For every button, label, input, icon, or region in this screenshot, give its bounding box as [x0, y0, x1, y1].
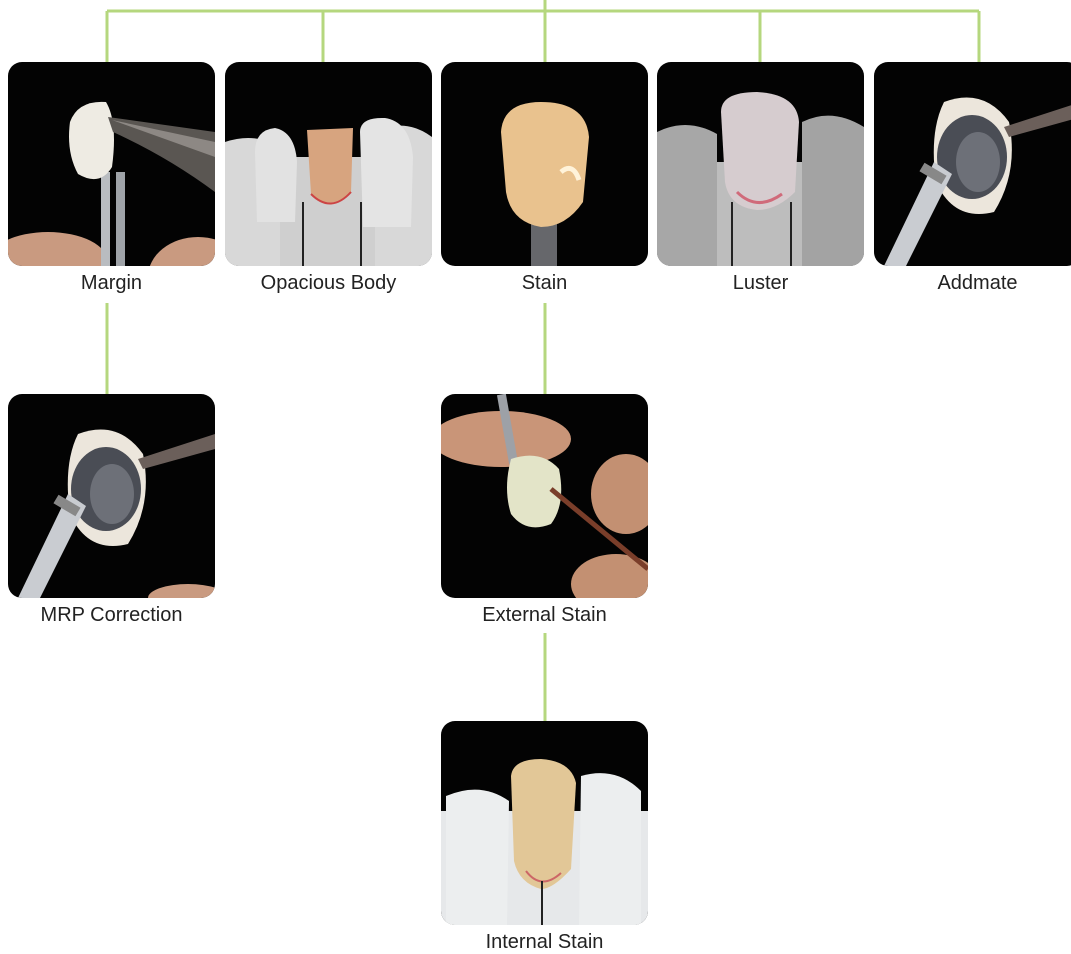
- node-opacious-body: Opacious Body: [225, 62, 432, 295]
- node-label: Addmate: [874, 272, 1071, 295]
- photo-external-stain: [441, 394, 648, 598]
- node-label: Margin: [8, 272, 215, 295]
- photo-stain: [441, 62, 648, 266]
- photo-mrp-correction: [8, 394, 215, 598]
- photo-addmate: [874, 62, 1071, 266]
- node-external-stain: External Stain: [441, 394, 648, 627]
- node-label: Internal Stain: [441, 931, 648, 954]
- photo-margin: [8, 62, 215, 266]
- node-internal-stain: Internal Stain: [441, 721, 648, 954]
- node-mrp-correction: MRP Correction: [8, 394, 215, 627]
- node-margin: Margin: [8, 62, 215, 295]
- node-label: MRP Correction: [8, 604, 215, 627]
- node-addmate: Addmate: [874, 62, 1071, 295]
- node-label: Stain: [441, 272, 648, 295]
- photo-luster: [657, 62, 864, 266]
- photo-internal-stain: [441, 721, 648, 925]
- node-luster: Luster: [657, 62, 864, 295]
- node-label: Opacious Body: [225, 272, 432, 295]
- node-stain: Stain: [441, 62, 648, 295]
- photo-opacious-body: [225, 62, 432, 266]
- node-label: External Stain: [441, 604, 648, 627]
- node-label: Luster: [657, 272, 864, 295]
